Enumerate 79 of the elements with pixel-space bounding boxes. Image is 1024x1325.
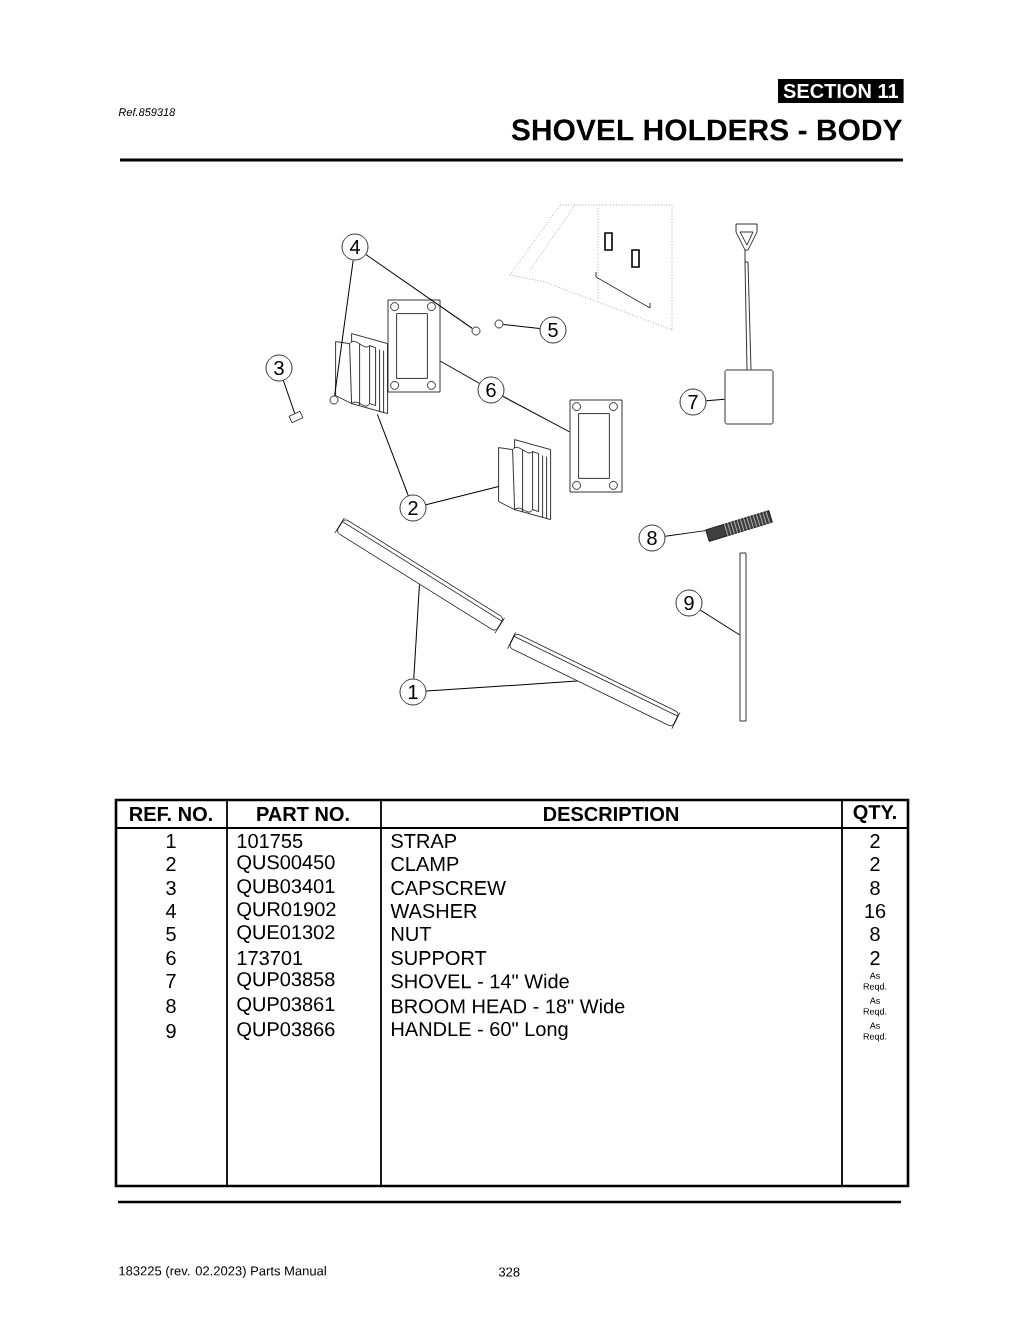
table-cell: WASHER [390, 903, 477, 919]
table-cell: 9 [166, 1023, 176, 1039]
section-label: SECTION 11 [778, 78, 904, 104]
clamp-drawing [335, 333, 388, 414]
leader-line [376, 413, 409, 496]
table-cell: BROOM HEAD - 18" Wide [392, 998, 625, 1014]
washer [471, 326, 481, 336]
table-cell: HANDLE - 60" Long [392, 1021, 568, 1041]
table-cell: QUR01902 [237, 902, 336, 920]
table-cell: 8 [870, 926, 880, 942]
nut [494, 319, 504, 329]
callout-number: 9 [675, 589, 703, 617]
broom-head-drawing [705, 510, 773, 542]
table-cell: As Reqd. [863, 1022, 887, 1042]
table-cell: 5 [166, 927, 176, 941]
callout-number: 1 [399, 678, 427, 706]
leader-line [425, 680, 578, 692]
table-cell: As Reqd. [863, 997, 887, 1017]
leader-line [413, 584, 420, 680]
table-cell: QUP03866 [237, 1022, 335, 1040]
table-cell: NUT [392, 927, 432, 941]
table-cell: QUE01302 [237, 925, 335, 943]
footer-text: 328 [498, 1267, 520, 1277]
table-cell: QUP03858 [237, 972, 335, 990]
column-header: QTY. [853, 805, 896, 823]
callout-number: 4 [341, 233, 369, 261]
capscrew-drawing [288, 410, 304, 424]
table-cell: 1 [167, 834, 176, 848]
title: SHOVEL HOLDERS - BODY [511, 119, 903, 141]
table-cell: 2 [870, 951, 880, 965]
leader-line [502, 324, 541, 329]
table-cell: STRAP [391, 833, 457, 849]
table-cell: 8 [166, 998, 176, 1014]
table-cell: QUS00450 [237, 855, 335, 873]
column-header: PART NO. [257, 806, 349, 822]
table-cell: QUB03401 [237, 879, 335, 897]
column-header: REF. NO. [130, 806, 212, 822]
callout-number: 3 [265, 354, 293, 382]
handle [739, 552, 747, 722]
leader-line [425, 486, 500, 506]
leader-line [664, 530, 706, 537]
table-cell: As Reqd. [863, 972, 887, 992]
table-cell: 2 [166, 857, 176, 871]
leader-line [705, 398, 726, 402]
table-cell: 2 [870, 834, 880, 848]
strap-drawing [507, 632, 681, 730]
callout-number: 8 [638, 524, 666, 552]
washer [329, 395, 339, 405]
strap-drawing [334, 517, 505, 634]
reference-number: Ref.859318 [118, 107, 176, 117]
table-cell: 6 [166, 950, 176, 966]
table-cell: 173701 [237, 950, 303, 966]
table-cell: 8 [870, 880, 880, 896]
clamp-drawing [498, 439, 551, 520]
shovel-drawing [724, 223, 774, 425]
table-cell: SHOVEL - 14" Wide [391, 973, 569, 989]
table-cell: CAPSCREW [391, 880, 506, 896]
table-cell: 2 [870, 857, 880, 871]
leader-line [282, 380, 296, 414]
leader-line [365, 254, 473, 329]
support-drawing [387, 299, 441, 393]
callout-number: 2 [399, 494, 427, 522]
table-cell: QUP03861 [237, 997, 335, 1015]
footer-text: 183225 (rev. 02.2023) Parts Manual [119, 1265, 326, 1279]
support-drawing [569, 399, 623, 493]
table-cell: 7 [166, 974, 176, 988]
callout-number: 7 [679, 388, 707, 416]
table-cell: 16 [865, 903, 886, 919]
leader-line [502, 395, 571, 433]
table-cell: 3 [166, 880, 176, 896]
table-cell: 101755 [237, 833, 303, 849]
column-header: DESCRIPTION [544, 806, 678, 822]
leader-line [699, 609, 741, 636]
leader-line [439, 360, 480, 384]
table-cell: 4 [165, 904, 176, 918]
table-cell: CLAMP [391, 856, 459, 872]
table-cell: SUPPORT [391, 950, 487, 966]
callout-number: 5 [539, 316, 567, 344]
callout-number: 6 [477, 376, 505, 404]
